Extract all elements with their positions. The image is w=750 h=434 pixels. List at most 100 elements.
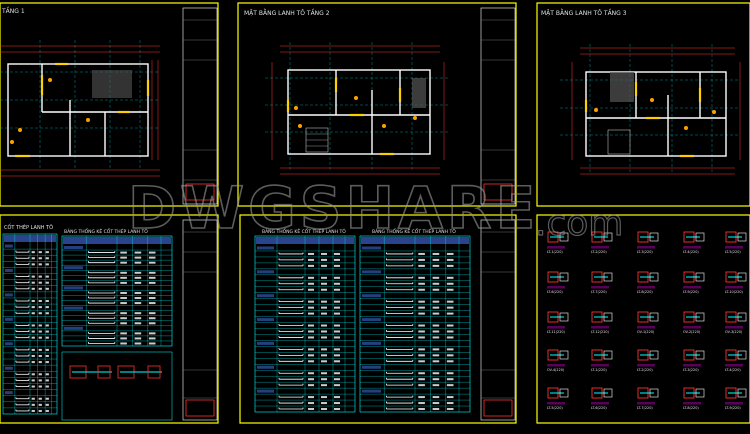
table-cell-value: [418, 384, 425, 387]
detail-label: OV-3(220): [725, 330, 743, 334]
watermark-suffix: .com: [535, 203, 623, 244]
table-cell-value: [321, 372, 327, 375]
table-cell-value: [120, 276, 127, 279]
table-cell-value: [308, 330, 314, 333]
table-cell-value: [31, 397, 35, 400]
beam-detail: LT-3(220): [683, 349, 705, 372]
table-cell-value: [134, 337, 142, 340]
table-cell-value: [45, 257, 49, 260]
table-cell-value: [418, 372, 425, 375]
table-cell-value: [334, 288, 340, 291]
watermark-text: DWGSHARE: [128, 174, 539, 242]
table-cell-value: [308, 372, 314, 375]
table-cell-value: [308, 252, 314, 255]
table-cell-value: [38, 354, 42, 357]
table-cell-value: [446, 276, 454, 279]
table-group-label: [362, 246, 381, 250]
table-group-label: [362, 294, 381, 298]
sheet-plan-3[interactable]: MẶT BẰNG LANH TÔ TẦNG 3: [536, 2, 750, 207]
table-cell-value: [45, 306, 49, 309]
detail-label: OV-4(220): [547, 368, 565, 372]
sheet-plan-2[interactable]: MẶT BẰNG LANH TÔ TẦNG 2: [237, 2, 517, 207]
detail-label: LT-12(220): [591, 330, 610, 334]
table-cell-value: [308, 360, 314, 363]
table-cell-value: [45, 324, 49, 327]
table-cell-value: [321, 282, 327, 285]
table-cell-value: [38, 275, 42, 278]
table-cell-value: [418, 276, 425, 279]
table-cell-value: [334, 264, 340, 267]
detail-label: LT-2(220): [637, 368, 653, 372]
table-cell-value: [308, 384, 314, 387]
table-cell-value: [134, 251, 142, 254]
detail-label: LT-5(220): [547, 406, 563, 410]
table-cell-value: [308, 282, 314, 285]
table-cell-value: [432, 360, 440, 363]
sheet-plan-1[interactable]: TẦNG 1: [0, 2, 219, 207]
beam-detail: LT-11(220): [547, 311, 569, 334]
table-cell-value: [31, 373, 35, 376]
table-group-label: [5, 391, 13, 395]
table-cell-value: [432, 264, 440, 267]
table-cell-value: [334, 282, 340, 285]
table-cell-value: [38, 306, 42, 309]
table-cell-value: [134, 276, 142, 279]
table-cell-value: [148, 337, 156, 340]
table-group-label: [257, 294, 274, 298]
beam-detail-small: [69, 365, 162, 379]
table-cell-value: [418, 336, 425, 339]
table-group-label: [362, 341, 381, 345]
table-group-label: [362, 318, 381, 322]
table-cell-value: [31, 300, 35, 303]
table-cell-value: [120, 291, 127, 294]
table-cell-value: [432, 384, 440, 387]
table-cell-value: [31, 330, 35, 333]
table-cell-value: [334, 384, 340, 387]
table-cell-value: [446, 348, 454, 351]
table-cell-value: [432, 312, 440, 315]
table-cell-value: [308, 264, 314, 267]
table-cell-value: [38, 385, 42, 388]
table-cell-value: [45, 275, 49, 278]
detail-label: LT-1(220): [591, 368, 607, 372]
table-cell-value: [31, 348, 35, 351]
table-cell-value: [134, 261, 142, 264]
table-cell-value: [446, 330, 454, 333]
table-cell-value: [31, 409, 35, 412]
table-cell-value: [38, 324, 42, 327]
table-cell-value: [31, 361, 35, 364]
beam-detail: LT-10(220): [725, 271, 747, 294]
table-cell-value: [308, 348, 314, 351]
table-cell-value: [418, 408, 425, 411]
rebar-table-center-left: [254, 235, 356, 413]
table-cell-value: [45, 354, 49, 357]
table-cell-value: [321, 330, 327, 333]
table-group-label: [257, 341, 274, 345]
table-cell-value: [321, 324, 327, 327]
table-cell-value: [334, 252, 340, 255]
detail-label: LT-7(220): [591, 290, 607, 294]
beam-detail: LT-9(220): [725, 387, 747, 410]
table-cell-value: [120, 312, 127, 315]
table-cell-value: [120, 261, 127, 264]
table-cell-value: [148, 317, 156, 320]
table-cell-value: [38, 348, 42, 351]
sheet-beam-details[interactable]: LT-1(220)LT-2(220)LT-3(220)LT-4(220)LT-5…: [536, 214, 750, 424]
table-cell-value: [45, 409, 49, 412]
rebar-table-left: [2, 233, 58, 415]
beam-detail: LT-5(220): [725, 231, 747, 254]
table-cell-value: [321, 384, 327, 387]
sheet-rebar-table-2[interactable]: BẢNG THỐNG KÊ CỐT THÉP LANH TÔ BẢNG THỐN…: [239, 214, 517, 424]
table-cell-value: [308, 312, 314, 315]
table-cell-value: [446, 306, 454, 309]
table-cell-value: [31, 312, 35, 315]
table-cell-value: [45, 312, 49, 315]
table-cell-value: [120, 342, 127, 345]
table-cell-value: [148, 291, 156, 294]
beam-detail: LT-2(220): [591, 231, 613, 254]
table-cell-value: [334, 372, 340, 375]
sheet-rebar-table-1[interactable]: CỐT THÉP LANH TÔ BẢNG THỐNG KÊ CỐT THÉP …: [0, 214, 219, 424]
table-group-label: [64, 286, 83, 290]
